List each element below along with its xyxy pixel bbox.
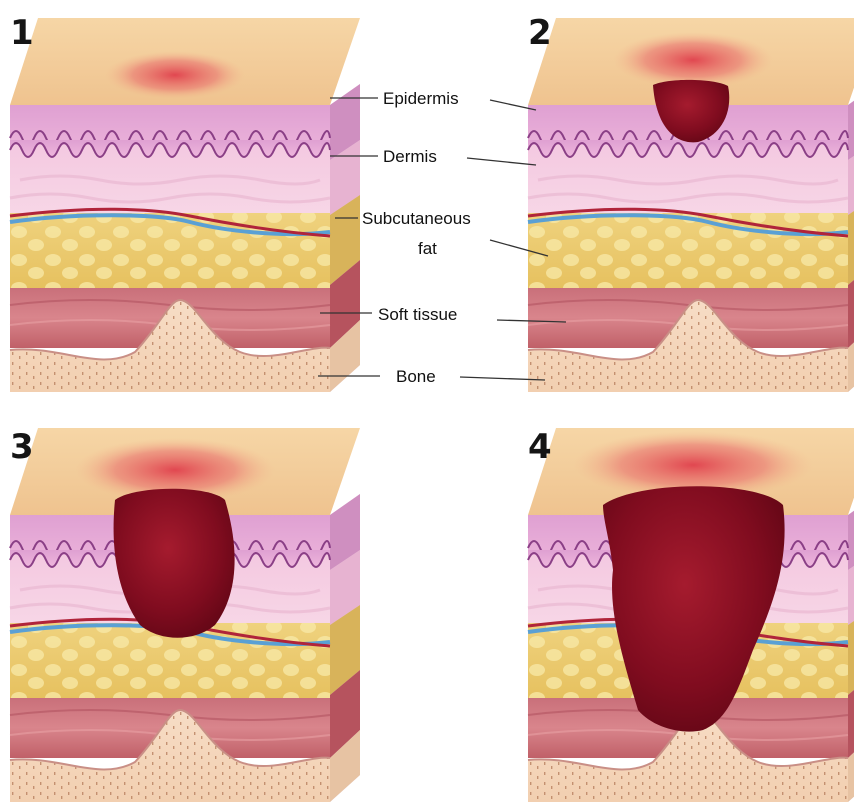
stage-2-number: 2	[528, 13, 552, 53]
stage-1-panel	[10, 18, 360, 392]
stage-3-panel	[10, 428, 360, 802]
label-bone: Bone	[396, 367, 436, 386]
stage-1-redness	[105, 51, 245, 99]
stage-3-number: 3	[10, 427, 34, 467]
stage-1-number: 1	[10, 13, 34, 53]
stage-4-number: 4	[528, 427, 552, 467]
label-soft-tissue: Soft tissue	[378, 305, 457, 324]
label-subcutaneous: Subcutaneous	[362, 209, 471, 228]
stage-2-redness	[613, 32, 773, 88]
label-fat: fat	[418, 239, 437, 258]
label-epidermis: Epidermis	[383, 89, 459, 108]
stage-4-panel	[528, 428, 854, 802]
stage-2-panel	[528, 18, 854, 392]
label-dermis: Dermis	[383, 147, 437, 166]
